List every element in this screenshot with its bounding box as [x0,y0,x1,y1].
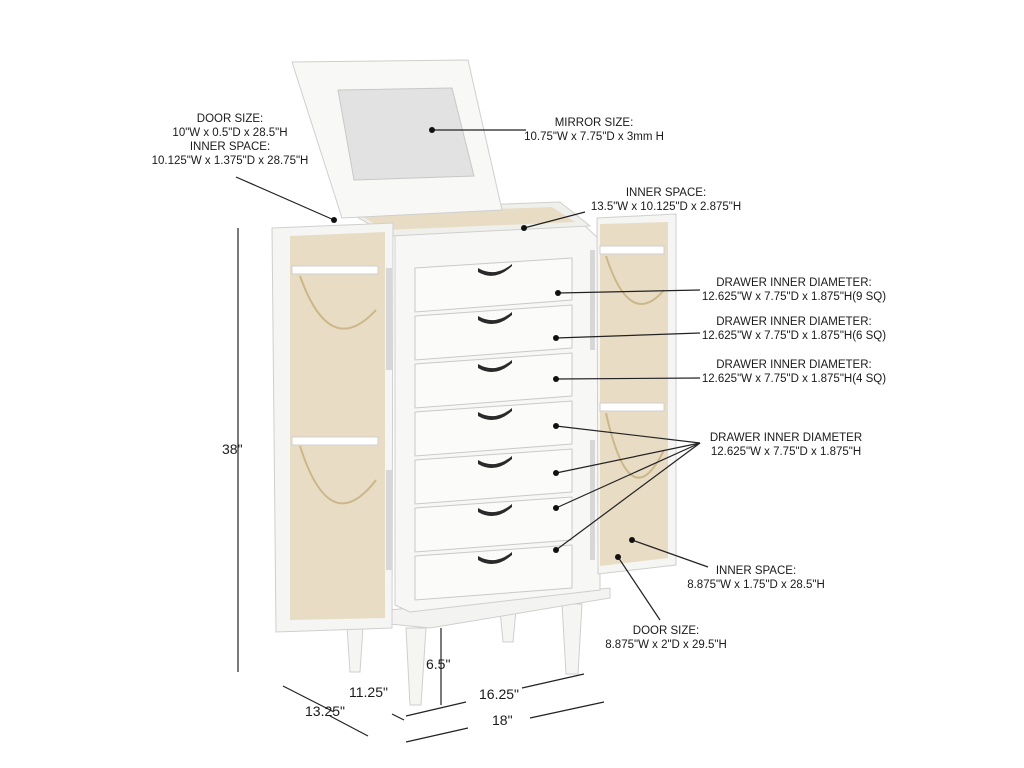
door-size-left-callout: DOOR SIZE: 10"W x 0.5"D x 28.5"H INNER S… [150,112,310,168]
right-inner-space-callout: INNER SPACE: 8.875"W x 1.75"D x 28.5"H [676,564,836,592]
right-door [590,213,677,575]
drawer-plain-callout: DRAWER INNER DIAMETER 12.625"W x 7.75"D … [696,431,876,459]
drawer-handles [478,264,512,564]
drawer-9sq-title: DRAWER INNER DIAMETER: [716,277,872,289]
door-size-left-value: 10"W x 0.5"D x 28.5"H [172,127,288,139]
drawer-plain-value: 12.625"W x 7.75"D x 1.875"H [710,446,862,458]
leader-lines [235,129,709,621]
left-door [271,222,394,633]
leader-dots [331,127,635,560]
inner-depth-dimension: 11.25" [349,684,388,700]
drawer-6sq-value: 12.625"W x 7.75"D x 1.875"H(6 SQ) [701,330,887,342]
inner-width-dimension: 16.25" [479,686,520,702]
cabinet-body [343,201,601,613]
drawer-fronts [414,257,573,601]
height-dimension: 38" [222,441,243,457]
drawer-9sq-callout: DRAWER INNER DIAMETER: 12.625"W x 7.75"D… [694,276,894,304]
drawer-6sq-title: DRAWER INNER DIAMETER: [716,316,872,328]
drawer-4sq-title: DRAWER INNER DIAMETER: [716,359,872,371]
mirror-size-title: MIRROR SIZE: [554,117,634,129]
door-size-right-callout: DOOR SIZE: 8.875"W x 2"D x 29.5"H [586,624,746,652]
leg-height-dimension: 6.5" [426,656,451,672]
legs [345,603,583,706]
top-inner-space-title: INNER SPACE: [625,187,707,199]
outer-depth-dimension: 13.25" [305,703,346,719]
mirror-size-value: 10.75"W x 7.75"D x 3mm H [524,131,664,143]
drawer-6sq-callout: DRAWER INNER DIAMETER: 12.625"W x 7.75"D… [694,315,894,343]
drawer-plain-title: DRAWER INNER DIAMETER [709,432,863,444]
right-inner-space-value: 8.875"W x 1.75"D x 28.5"H [687,579,825,591]
top-inner-space-value: 13.5"W x 10.125"D x 2.875"H [590,201,742,213]
drawer-4sq-value: 12.625"W x 7.75"D x 1.875"H(4 SQ) [701,373,887,385]
inner-space-left-value: 10.125"W x 1.375"D x 28.75"H [151,155,309,167]
door-size-left-title: DOOR SIZE: [196,113,264,125]
drawer-4sq-callout: DRAWER INNER DIAMETER: 12.625"W x 7.75"D… [694,358,894,386]
top-inner-space-callout: INNER SPACE: 13.5"W x 10.125"D x 2.875"H [586,186,746,214]
inner-space-left-title: INNER SPACE: [189,141,271,153]
right-inner-space-title: INNER SPACE: [715,565,797,577]
lid-mirror [291,59,503,219]
outer-width-dimension: 18" [492,712,513,728]
mirror-size-callout: MIRROR SIZE: 10.75"W x 7.75"D x 3mm H [514,116,674,144]
door-size-right-title: DOOR SIZE: [632,625,700,637]
drawer-9sq-value: 12.625"W x 7.75"D x 1.875"H(9 SQ) [701,291,887,303]
dimension-lines [237,228,605,743]
door-size-right-value: 8.875"W x 2"D x 29.5"H [605,639,727,651]
